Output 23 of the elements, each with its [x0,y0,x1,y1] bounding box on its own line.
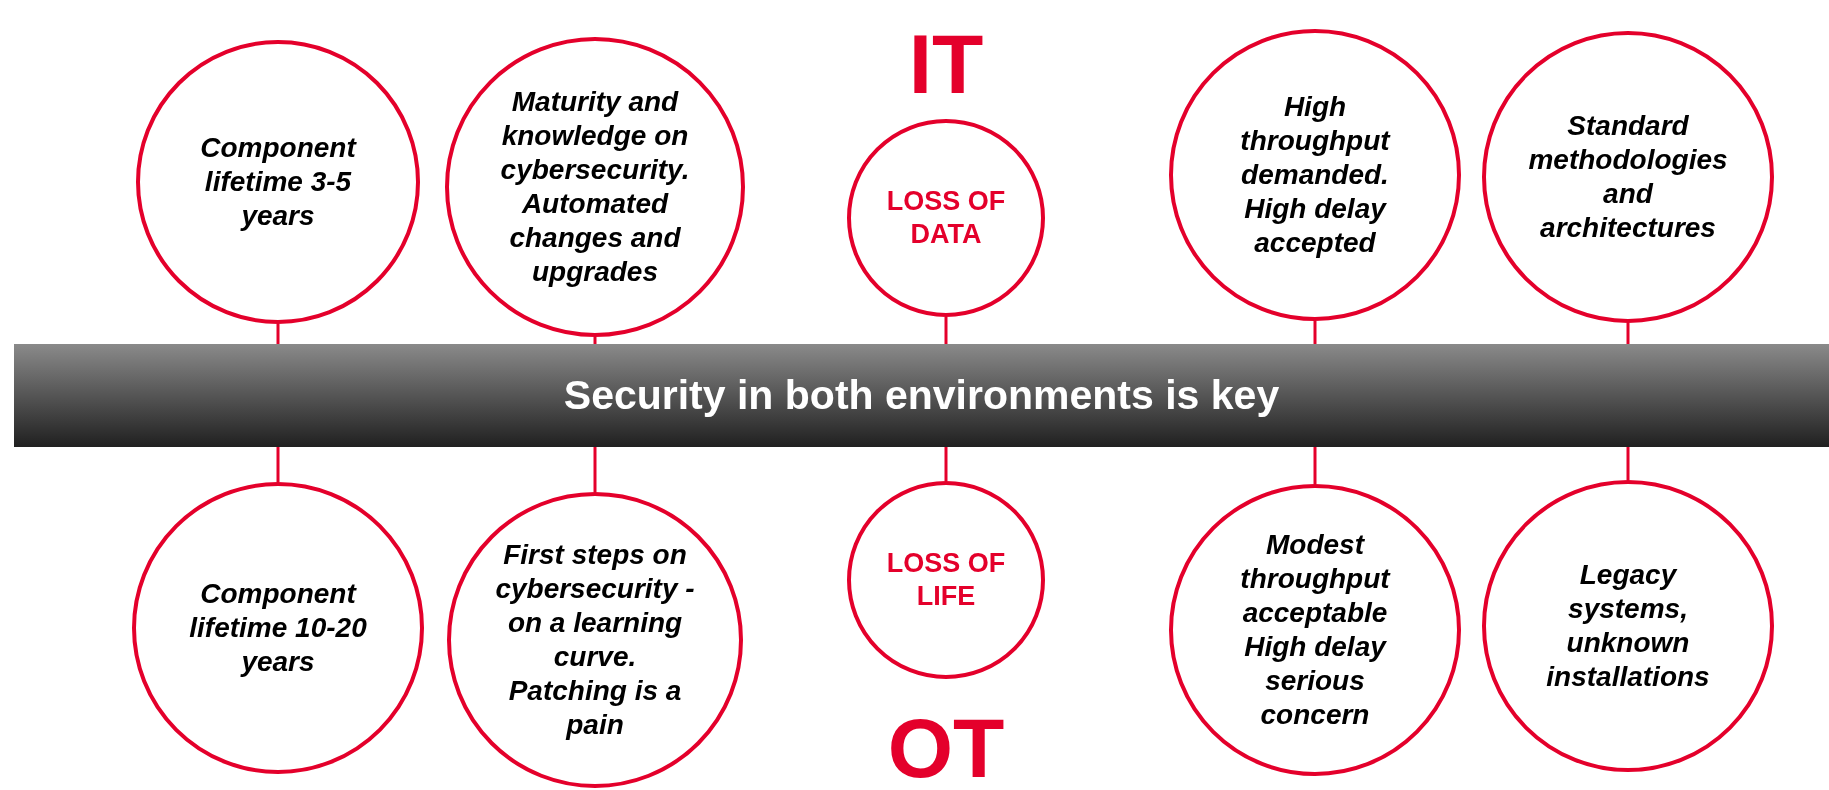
section-label: OT [887,706,1005,790]
banner-bar: Security in both environments is key [14,344,1829,447]
circle-node: LOSS OF DATA [847,119,1045,317]
connector-line [944,317,948,344]
connector-line [593,337,597,344]
connector-line [593,447,597,492]
section-label: IT [908,22,984,106]
circle-node: High throughput demanded. High delay accepted [1169,29,1461,321]
connector-line [1313,321,1317,344]
circle-node: Maturity and knowledge on cybersecurity. Automated changes and upgrades [445,37,745,337]
circle-node: Modest throughput acceptable High delay serious concern [1169,484,1461,776]
circle-node: Component lifetime 10-20 years [132,482,424,774]
circle-node: Legacy systems, unknown installations [1482,480,1774,772]
connector-line [276,447,280,482]
circle-node: LOSS OF LIFE [847,481,1045,679]
circle-node: Standard methodologies and architectures [1482,31,1774,323]
connector-line [1626,323,1630,344]
connector-line [1313,447,1317,484]
circle-node: First steps on cybersecurity - on a learning curve. Patching is a pain [447,492,743,788]
connector-line [1626,447,1630,480]
connector-line [276,324,280,344]
circle-node: Component lifetime 3-5 years [136,40,420,324]
connector-line [944,447,948,481]
